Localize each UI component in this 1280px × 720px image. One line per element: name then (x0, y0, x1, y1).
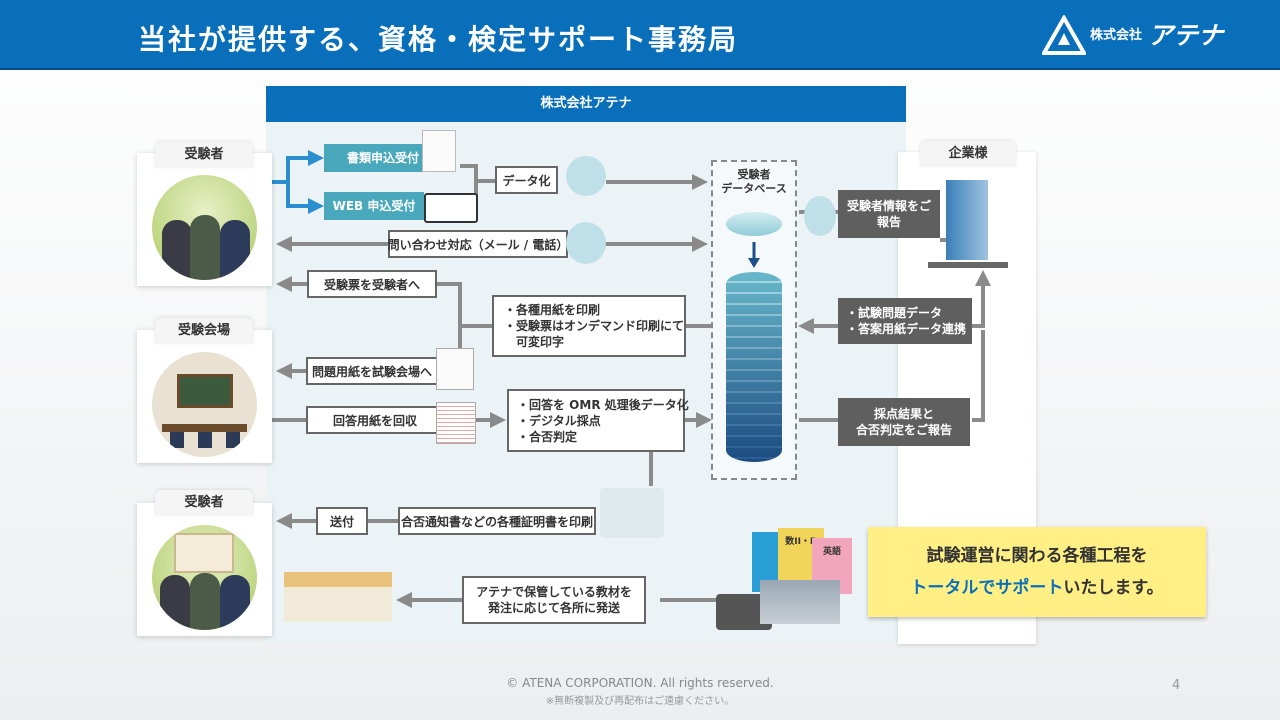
application-form-icon (422, 130, 456, 172)
certificate-print-box: 合否通知書などの各種証明書を印刷 (398, 507, 596, 535)
database-stack-cylinder (726, 272, 782, 462)
examinee-illustration (152, 175, 257, 280)
examinee-label-bottom: 受験者 (155, 490, 253, 516)
exam-data-line1: ・試験問題データ (846, 306, 943, 320)
copyright: © ATENA CORPORATION. All rights reserved… (506, 676, 774, 690)
company-label: 企業様 (920, 141, 1016, 167)
building-base (928, 262, 1008, 268)
report-examinee-line1: 受験者情報をご (846, 199, 931, 213)
warehouse-icon (760, 580, 840, 624)
exam-data-line2: ・答案用紙データ連携 (846, 322, 967, 336)
materials-line2: 発注に応じて各所に発送 (487, 601, 620, 615)
page-title: 当社が提供する、資格・検定サポート事務局 (138, 23, 739, 56)
report-examinee-box: 受験者情報をご 報告 (838, 190, 940, 238)
examinee-certificate-illustration (152, 525, 257, 630)
venue-card (137, 330, 272, 463)
print-line1: ・各種用紙を印刷 (504, 303, 601, 317)
print-line2: ・受験票はオンデマンド印刷にて (504, 319, 685, 333)
callout-highlight: トータルでサポート (910, 578, 1064, 598)
materials-line1: アテナで保管している教材を (476, 585, 632, 599)
tablet-icon (424, 193, 478, 223)
examinee-card-top (137, 153, 272, 286)
web-application-box: WEB 申込受付 (324, 192, 424, 220)
page-number: 4 (1172, 678, 1181, 693)
question-paper-icon (436, 348, 474, 390)
omr-line2: ・デジタル採点 (517, 413, 601, 428)
database-label-line1: 受験者 (737, 168, 771, 181)
callout-line1: 試験運営に関わる各種工程を (926, 546, 1148, 566)
materials-shipping-box: アテナで保管している教材を 発注に応じて各所に発送 (462, 576, 646, 624)
score-report-box: 採点結果と 合否判定をご報告 (838, 398, 970, 446)
panel-title: 株式会社アテナ (266, 86, 906, 122)
callout-line2: トータルでサポートいたします。 (910, 572, 1163, 604)
examinee-label-top: 受験者 (155, 142, 253, 168)
operator-icon (566, 156, 606, 196)
examinee-database: 受験者 データベース (711, 160, 797, 480)
database-label-line2: データベース (721, 182, 787, 195)
examinee-card-bottom (137, 503, 272, 636)
answer-sheet-icon (436, 402, 476, 444)
callout-rest: いたします。 (1063, 578, 1164, 598)
inquiry-box: 問い合わせ対応（メール / 電話） (388, 230, 568, 258)
omr-line1: ・回答を OMR 処理後データ化 (517, 397, 689, 412)
header-bar: 当社が提供する、資格・検定サポート事務局 株式会社 アテナ (0, 0, 1280, 70)
company-logo: 株式会社 アテナ (1040, 14, 1246, 56)
print-line3: 可変印字 (504, 335, 565, 349)
classroom-illustration (152, 352, 257, 457)
down-arrow-icon (748, 242, 760, 268)
support-callout: 試験運営に関わる各種工程を トータルでサポートいたします。 (868, 527, 1206, 617)
database-top-disk (726, 212, 782, 236)
collect-answer-box: 回答用紙を回収 (306, 406, 444, 434)
office-building-icon (946, 180, 988, 260)
copyright-note: ※無断複製及び再配布はご遠慮ください。 (545, 696, 735, 707)
reporting-operator-icon (804, 196, 836, 236)
ticket-send-box: 受験票を受験者へ (307, 270, 437, 298)
logo-company-text: 株式会社 (1090, 28, 1143, 43)
digitize-box: データ化 (495, 166, 558, 194)
omr-box: ・回答を OMR 処理後データ化 ・デジタル採点 ・合否判定 (507, 389, 689, 452)
exam-data-box: ・試験問題データ ・答案用紙データ連携 (838, 298, 972, 344)
send-box: 送付 (316, 507, 368, 535)
papers-to-venue-box: 問題用紙を試験会場へ (306, 357, 438, 385)
print-box: ・各種用紙を印刷 ・受験票はオンデマンド印刷にて 可変印字 (492, 295, 686, 357)
support-operator-icon (566, 222, 606, 264)
venue-label: 受験会場 (155, 318, 253, 344)
database-label: 受験者 データベース (713, 168, 795, 196)
score-report-line2: 合否判定をご報告 (855, 423, 952, 437)
report-examinee-line2: 報告 (876, 215, 901, 229)
printing-worker-icon (600, 488, 664, 538)
logo-mark-icon (1042, 15, 1086, 55)
score-report-line1: 採点結果と (873, 407, 934, 421)
omr-line3: ・合否判定 (517, 429, 578, 444)
school-building-icon (284, 572, 392, 622)
logo-brand-text: アテナ (1148, 21, 1224, 50)
